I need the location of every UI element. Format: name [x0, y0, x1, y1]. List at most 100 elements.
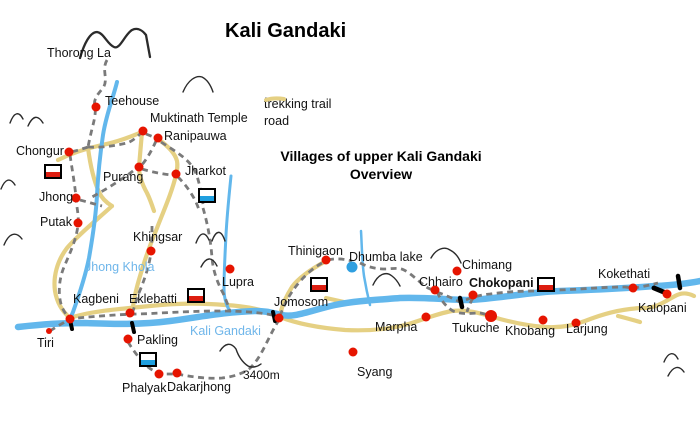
lodge-flag-icon-blue	[139, 352, 157, 367]
village-dot-jharkot	[171, 169, 181, 179]
village-dot-ranipauwa	[153, 133, 163, 143]
village-dot-tiri	[46, 328, 52, 334]
village-label-larjung: Larjung	[566, 322, 608, 336]
dhumba-stream	[359, 229, 372, 307]
village-dot-phalyak	[154, 369, 164, 379]
village-dot-pakling	[123, 334, 133, 344]
map-label-kali-gandaki: Kali Gandaki	[190, 324, 261, 338]
legend-road-label: road	[264, 113, 290, 128]
village-dot-putak	[73, 218, 83, 228]
lodge-flag-icon-red	[310, 277, 328, 292]
village-dot-purang	[134, 162, 144, 172]
village-dot-kokethati	[628, 283, 638, 293]
village-dot-khingsar	[146, 246, 156, 256]
village-label-kagbeni: Kagbeni	[73, 292, 119, 306]
lodge-flag-fill	[141, 360, 155, 365]
mountain-icon	[211, 231, 226, 242]
bridge-marker	[675, 273, 683, 291]
village-label-jomosom: Jomosom	[274, 295, 329, 309]
mountain-icon	[27, 116, 44, 127]
village-label-eklebatti: Eklebatti	[129, 292, 177, 306]
village-label-chimang: Chimang	[462, 258, 513, 272]
lodge-flag-icon-red	[187, 288, 205, 303]
trekking-trail-segment	[177, 176, 201, 211]
village-dot-thinigaon	[321, 255, 331, 265]
mountains	[0, 27, 685, 377]
trekking-trail-segment	[201, 207, 232, 313]
lodge-flag-fill	[189, 296, 203, 301]
mountain-ridge-icon	[78, 27, 152, 60]
village-dot-chimang	[452, 266, 462, 276]
village-label-teehouse: Teehouse	[105, 94, 160, 108]
village-label-ranipauwa: Ranipauwa	[164, 129, 227, 143]
village-dot-dakarjhong	[172, 368, 182, 378]
village-label-syang: Syang	[357, 365, 393, 379]
road-segment	[278, 258, 329, 314]
trekking-trail-segment	[87, 131, 143, 149]
road-segment	[130, 172, 179, 310]
trekking-trail-segment	[141, 167, 173, 177]
mountain-icon	[663, 353, 679, 363]
mountain-icon	[9, 113, 24, 124]
mountain-icon	[667, 366, 685, 377]
village-dot-teehouse	[91, 102, 101, 112]
mountain-icon	[182, 75, 214, 93]
village-label-jharkot: Jharkot	[185, 164, 226, 178]
village-label-thinigaon: Thinigaon	[288, 244, 343, 258]
dhumba-lake-marker	[346, 261, 358, 273]
lodge-flag-fill	[46, 172, 60, 177]
village-label-chhairo: Chhairo	[419, 275, 463, 289]
lodge-flag-icon-red	[44, 164, 62, 179]
map-label-thorong-la: Thorong La	[47, 46, 111, 60]
subtitle-line2: Overview	[349, 166, 413, 182]
bridge-marker	[457, 295, 465, 310]
village-label-chokopani: Chokopani	[469, 276, 534, 290]
village-dot-khobang	[538, 315, 548, 325]
village-label-purang: Purang	[103, 170, 144, 184]
bridge-marker	[130, 321, 136, 334]
village-label-chongur: Chongur	[16, 144, 64, 158]
road-segment	[615, 313, 643, 325]
village-dot-jomosom	[274, 313, 284, 323]
village-label-muktinath-temple: Muktinath Temple	[150, 111, 248, 125]
map-label-3400m: 3400m	[243, 368, 280, 382]
road-segment	[67, 291, 697, 333]
trekking-trail-segment	[435, 291, 492, 318]
village-label-kalopani: Kalopani	[638, 301, 687, 315]
map-label-dhumba-lake: Dhumba lake	[349, 250, 423, 264]
trekking-trail-segment	[91, 169, 134, 199]
lodge-flag-icon-red	[537, 277, 555, 292]
map-subtitle: Villages of upper Kali Gandaki Overview	[266, 147, 496, 183]
lodge-flag-icon-blue	[198, 188, 216, 203]
mountain-icon	[200, 258, 218, 268]
village-label-lupra: Lupra	[222, 275, 254, 289]
subtitle-line1: Villages of upper Kali Gandaki	[280, 148, 482, 164]
mountain-icon	[0, 179, 16, 190]
village-label-tiri: Tiri	[37, 336, 54, 350]
trekking-trail-segment	[359, 261, 436, 293]
trekking-trail-segment	[131, 225, 154, 312]
village-label-putak: Putak	[40, 215, 72, 229]
page-title: Kali Gandaki	[225, 20, 347, 42]
village-dot-tukuche	[485, 310, 497, 322]
village-dot-chhairo	[430, 285, 440, 295]
mountain-icon	[219, 343, 262, 368]
trekking-trail-segment	[278, 259, 327, 317]
village-dot-eklebatti	[125, 308, 135, 318]
trekking-trail-segment	[86, 59, 109, 148]
village-dot-muktinath-temple	[138, 126, 148, 136]
road-swatch-icon	[264, 96, 286, 102]
village-label-kokethati: Kokethati	[598, 267, 651, 281]
lodge-flag-fill	[539, 285, 553, 290]
trekking-trail-segment	[126, 319, 281, 380]
lodge-flag-fill	[200, 196, 214, 201]
mountain-icon	[372, 273, 401, 287]
village-dot-larjung	[571, 318, 581, 328]
village-label-pakling: Pakling	[137, 333, 178, 347]
legend-row-road: road	[264, 96, 331, 129]
village-dot-jhong	[71, 193, 81, 203]
village-dot-chongur	[64, 147, 74, 157]
village-dot-marpha	[421, 312, 431, 322]
